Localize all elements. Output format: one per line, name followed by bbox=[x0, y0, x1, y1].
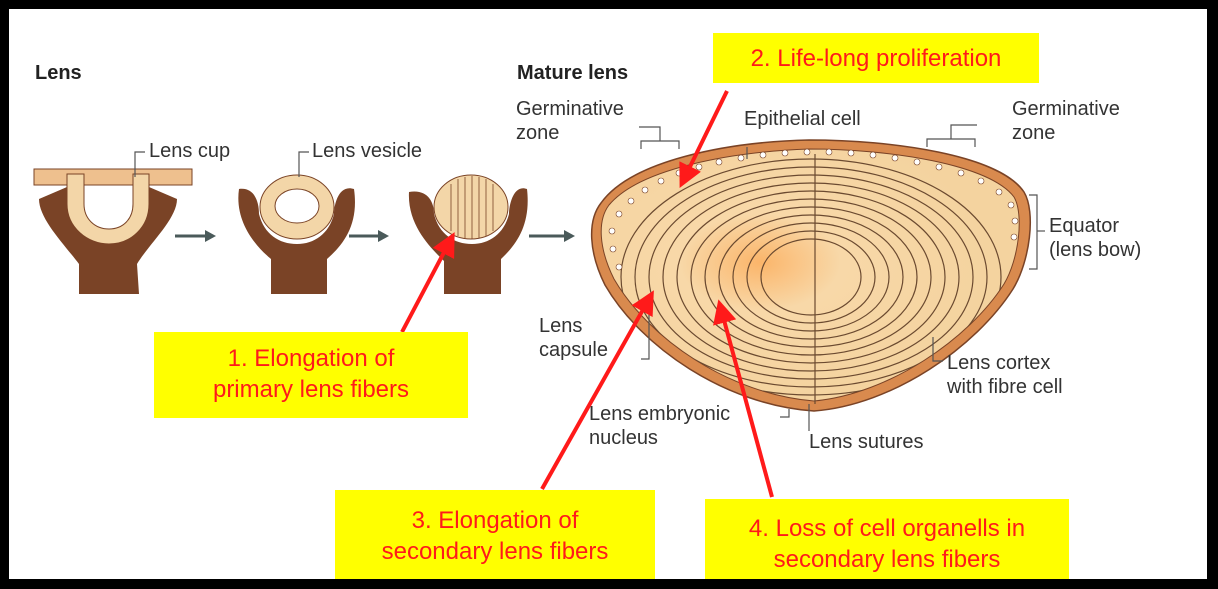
lens-embryonic-nucleus-label: Lens embryonic nucleus bbox=[589, 402, 730, 450]
stage-arrow-1 bbox=[175, 230, 216, 242]
lens-sutures-label: Lens sutures bbox=[809, 430, 924, 454]
annotation-life-long-proliferation: 2. Life-long proliferation bbox=[713, 33, 1039, 83]
lens-cup-stage bbox=[34, 169, 192, 294]
annotation-elongation-primary: 1. Elongation of primary lens fibers bbox=[154, 332, 468, 418]
lens-cortex-label: Lens cortex with fibre cell bbox=[947, 351, 1063, 399]
left-heading: Lens bbox=[35, 61, 82, 85]
annotation-loss-organells: 4. Loss of cell organells in secondary l… bbox=[705, 499, 1069, 579]
equator-label: Equator (lens bow) bbox=[1049, 214, 1141, 262]
elongating-vesicle-stage bbox=[409, 175, 528, 294]
annotation-elongation-secondary: 3. Elongation of secondary lens fibers bbox=[335, 490, 655, 579]
diagram-frame: Lens Mature lens Lens cup Lens vesicle G… bbox=[9, 9, 1211, 579]
lens-cup-label: Lens cup bbox=[149, 139, 230, 163]
stage-arrow-2 bbox=[349, 230, 389, 242]
stage-arrow-3 bbox=[529, 230, 575, 242]
lens-capsule-label: Lens capsule bbox=[539, 314, 608, 362]
lens-vesicle-label: Lens vesicle bbox=[312, 139, 422, 163]
right-heading: Mature lens bbox=[517, 61, 628, 85]
lens-vesicle-stage bbox=[238, 175, 355, 294]
arrow-to-primary-fibers bbox=[402, 241, 450, 332]
epithelial-cell-label: Epithelial cell bbox=[744, 107, 861, 131]
germinative-zone-left-label: Germinative zone bbox=[516, 97, 624, 145]
germinative-zone-right-label: Germinative zone bbox=[1012, 97, 1120, 145]
